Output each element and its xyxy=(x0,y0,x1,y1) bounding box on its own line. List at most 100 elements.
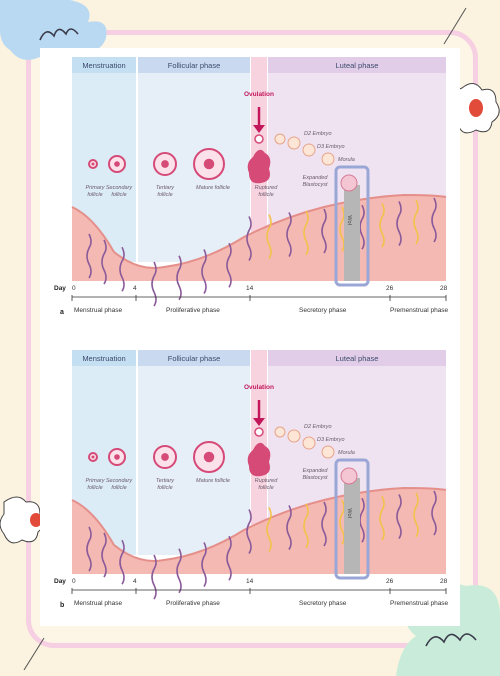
endometrial-gland xyxy=(176,255,182,301)
day-number: 0 xyxy=(72,578,76,585)
menstrual-cycle-panel-a: Menstruation Follicular phase Luteal phase… xyxy=(44,57,456,329)
embryo-1 xyxy=(287,429,301,443)
oocyte xyxy=(161,453,169,461)
embryo-d3-label: D3 Embryo xyxy=(317,144,345,150)
corner-line-decoration-bottom xyxy=(23,637,45,671)
morula-label: Morula xyxy=(338,157,355,163)
header-follicular: Follicular phase xyxy=(167,61,221,70)
oocyte xyxy=(91,162,95,166)
oocyte xyxy=(203,158,215,170)
endometrial-gland xyxy=(86,526,92,572)
phase-label: Secretory phase xyxy=(299,307,347,314)
pink-flower-decoration xyxy=(452,83,500,134)
endometrial-gland xyxy=(151,554,157,600)
day-number: 26 xyxy=(386,578,394,585)
endometrial-gland xyxy=(379,495,385,541)
day-number: 4 xyxy=(133,285,137,292)
endometrial-gland xyxy=(303,210,309,256)
embryo-0 xyxy=(274,426,286,438)
embryo-3 xyxy=(321,445,335,459)
follicle-label: Ruptured follicle xyxy=(254,478,278,491)
endometrial-gland xyxy=(379,202,385,248)
header-luteal: Luteal phase xyxy=(335,61,379,70)
released-oocyte xyxy=(254,134,264,144)
endometrial-gland xyxy=(413,199,419,245)
phase-label: Menstrual phase xyxy=(74,600,123,607)
day-number: 4 xyxy=(133,578,137,585)
woi-label: WoI xyxy=(346,215,353,226)
embryo-2 xyxy=(302,143,316,157)
woi-box xyxy=(334,165,370,287)
panel-graphic xyxy=(71,57,447,307)
endometrial-gland xyxy=(119,539,125,585)
woi-bar xyxy=(344,185,360,281)
endometrial-gland xyxy=(396,494,402,539)
day-number: 28 xyxy=(440,285,448,292)
day-number: 0 xyxy=(72,285,76,292)
menstruation-header-bar xyxy=(72,57,136,73)
endometrial-gland xyxy=(201,249,207,294)
blastocyst-label: Expanded Blastocyst xyxy=(302,468,328,481)
pink-flower-decoration-left xyxy=(0,496,44,544)
oocyte xyxy=(91,455,95,459)
follicular-header-bar xyxy=(138,57,250,73)
released-oocyte xyxy=(254,427,264,437)
panel-letter: b xyxy=(60,602,65,609)
embryo-d2-label: D2 Embryo xyxy=(304,424,332,430)
embryo-3 xyxy=(321,152,335,166)
endometrial-gland xyxy=(286,212,292,257)
embryo-2 xyxy=(302,436,316,450)
endometrial-gland xyxy=(413,492,419,538)
header-follicular: Follicular phase xyxy=(167,354,221,363)
ovulation-label: Ovulation xyxy=(244,384,274,391)
day-label: Day xyxy=(54,578,66,585)
luteal-header-bar xyxy=(268,57,446,73)
day-number: 14 xyxy=(246,285,254,292)
phase-label: Premenstrual phase xyxy=(390,307,449,314)
follicle-label: Mature follicle xyxy=(196,185,230,191)
follicle-label: Tertiary follicle xyxy=(155,185,175,198)
follicular-header-bar xyxy=(138,350,250,366)
endometrial-gland xyxy=(86,233,92,279)
header-menstruation: Menstruation xyxy=(82,61,126,70)
endometrial-gland xyxy=(266,214,272,259)
endometrial-gland xyxy=(151,261,157,307)
follicle-label: Primary follicle xyxy=(85,478,105,491)
oocyte xyxy=(203,451,215,463)
endometrial-gland xyxy=(303,503,309,549)
morula-label: Morula xyxy=(338,450,355,456)
panel-graphic xyxy=(71,350,447,600)
expanded-blastocyst xyxy=(340,467,358,485)
endometrial-gland xyxy=(226,535,232,581)
phase-label: Secretory phase xyxy=(299,600,347,607)
ovulation-label: Ovulation xyxy=(244,91,274,98)
day-number: 14 xyxy=(246,578,254,585)
blue-cloud-decoration xyxy=(0,0,107,60)
menstrual-cycle-panel-b: Menstruation Follicular phase Luteal phase… xyxy=(44,350,456,622)
endometrial-gland xyxy=(101,532,107,578)
oocyte xyxy=(161,160,169,168)
ruptured-follicle xyxy=(247,442,271,477)
header-luteal: Luteal phase xyxy=(335,354,379,363)
follicle-label: Secondary follicle xyxy=(105,478,133,491)
endometrial-gland xyxy=(246,509,252,554)
corner-line-decoration xyxy=(443,7,467,45)
phase-label: Premenstrual phase xyxy=(390,600,449,607)
endometrial-gland xyxy=(201,542,207,587)
embryo-1 xyxy=(287,136,301,150)
follicle-label: Tertiary follicle xyxy=(155,478,175,491)
embryo-0 xyxy=(274,133,286,145)
header-menstruation: Menstruation xyxy=(82,354,126,363)
embryo-d3-label: D3 Embryo xyxy=(317,437,345,443)
phase-label: Menstrual phase xyxy=(74,307,123,314)
luteal-header-bar xyxy=(268,350,446,366)
endometrial-gland xyxy=(321,501,327,547)
endometrial-gland xyxy=(119,246,125,292)
endometrial-gland xyxy=(431,197,437,243)
ruptured-follicle xyxy=(247,149,271,184)
menstruation-header-bar xyxy=(72,350,136,366)
endometrial-gland xyxy=(226,242,232,288)
day-number: 26 xyxy=(386,285,394,292)
endometrial-gland xyxy=(286,505,292,550)
blastocyst-label: Expanded Blastocyst xyxy=(302,175,328,188)
